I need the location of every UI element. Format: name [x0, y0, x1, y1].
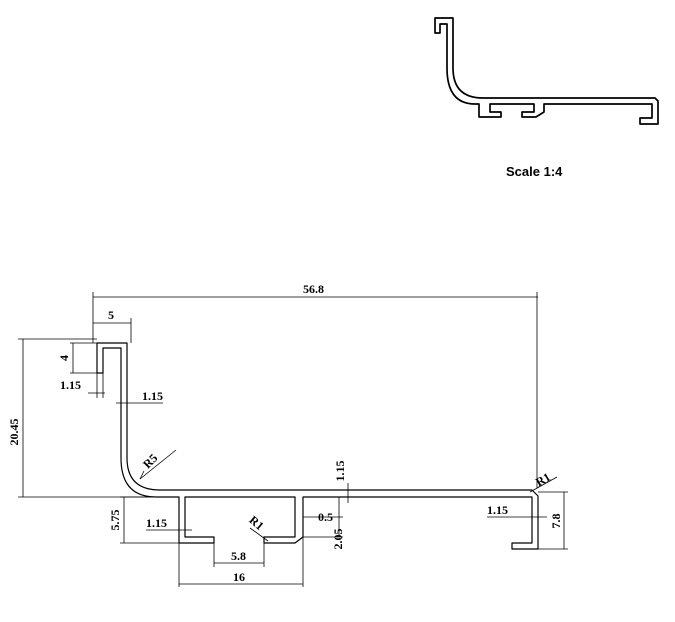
dimension-lines	[18, 292, 568, 587]
dim-channel-width: 16	[233, 570, 245, 584]
dim-end-radius: R1	[533, 470, 553, 489]
dim-channel-radius: R1	[246, 513, 266, 533]
dim-channel-offset: 0.5	[318, 510, 333, 524]
dim-top-lip-height: 4	[57, 355, 71, 361]
dim-channel-gap: 5.8	[231, 549, 246, 563]
dimension-labels: 56.8 5 4 1.15 1.15 20.45 R5 1.15 R1 1.15…	[7, 282, 563, 584]
dim-top-lip-width: 5	[108, 308, 114, 322]
dim-end-leg-height: 7.8	[549, 514, 563, 529]
thumbnail-profile	[434, 17, 659, 125]
dim-top-lip-thickness: 1.15	[60, 378, 81, 392]
aluminium-profile	[96, 342, 539, 550]
dim-bend-radius: R5	[140, 451, 160, 471]
dim-channel-leg-thickness: 1.15	[146, 516, 167, 530]
dim-end-thickness: 1.15	[487, 503, 508, 517]
dim-overall-width: 56.8	[303, 282, 324, 296]
dim-wall-thickness: 1.15	[142, 389, 163, 403]
dim-channel-step: 2.05	[331, 529, 345, 550]
dim-base-thickness: 1.15	[333, 461, 347, 482]
dim-overall-height: 20.45	[7, 419, 21, 446]
scale-thumbnail	[434, 17, 659, 125]
scale-label: Scale 1:4	[506, 164, 563, 179]
dim-channel-depth: 5.75	[108, 510, 122, 531]
profile-outline	[96, 342, 539, 550]
